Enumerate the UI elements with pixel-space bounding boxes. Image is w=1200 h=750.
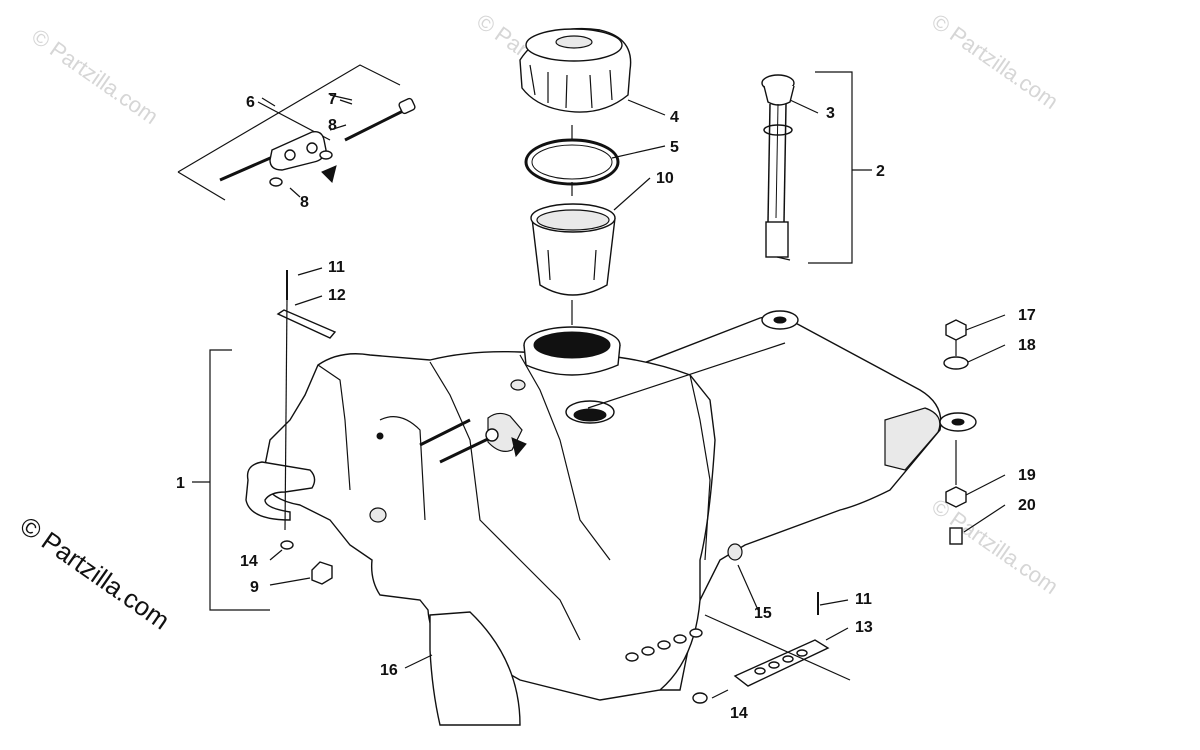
bracket-kit-6 [177, 64, 416, 201]
callout-11: 11 [328, 259, 345, 276]
callout-13: 13 [855, 619, 873, 636]
bracket-1 [209, 349, 270, 611]
callout-2: 2 [876, 163, 885, 180]
callout-6: 6 [246, 94, 255, 111]
strap-13 [733, 592, 830, 687]
callout-8: 8 [300, 194, 309, 211]
fuel-cap [519, 27, 632, 113]
fuel-tank [245, 310, 977, 701]
callout-11: 11 [855, 591, 872, 608]
callout-16: 16 [380, 662, 398, 679]
callout-8: 8 [328, 117, 337, 134]
filler-neck [530, 203, 616, 296]
bracket-2 [808, 71, 853, 264]
callout-15: 15 [754, 605, 772, 622]
strap-12 [276, 270, 337, 531]
callout-20: 20 [1018, 497, 1036, 514]
watermark: © Partzilla.com [927, 9, 1063, 115]
callout-1: 1 [176, 475, 185, 492]
fuel-gauge [761, 74, 795, 261]
callout-18: 18 [1018, 337, 1036, 354]
watermark-main: © Partzilla.com [15, 510, 176, 635]
callout-14: 14 [240, 553, 258, 570]
callout-17: 17 [1018, 307, 1036, 324]
callout-19: 19 [1018, 467, 1036, 484]
callout-14: 14 [730, 705, 748, 722]
leader-lines [192, 97, 1006, 699]
callout-4: 4 [670, 109, 679, 126]
watermark: © Partzilla.com [927, 494, 1063, 600]
callouts: 1 2 3 4 5 6 7 8 8 9 10 11 11 12 13 14 14… [176, 91, 1036, 722]
callout-7: 7 [328, 91, 337, 108]
hardware-small [280, 319, 969, 704]
callout-12: 12 [328, 287, 346, 304]
watermark: © Partzilla.com [27, 24, 163, 130]
o-ring [524, 138, 620, 186]
callout-10: 10 [656, 170, 674, 187]
callout-9: 9 [250, 579, 259, 596]
callout-3: 3 [826, 105, 835, 122]
callout-5: 5 [670, 139, 679, 156]
heat-shield [429, 611, 521, 726]
